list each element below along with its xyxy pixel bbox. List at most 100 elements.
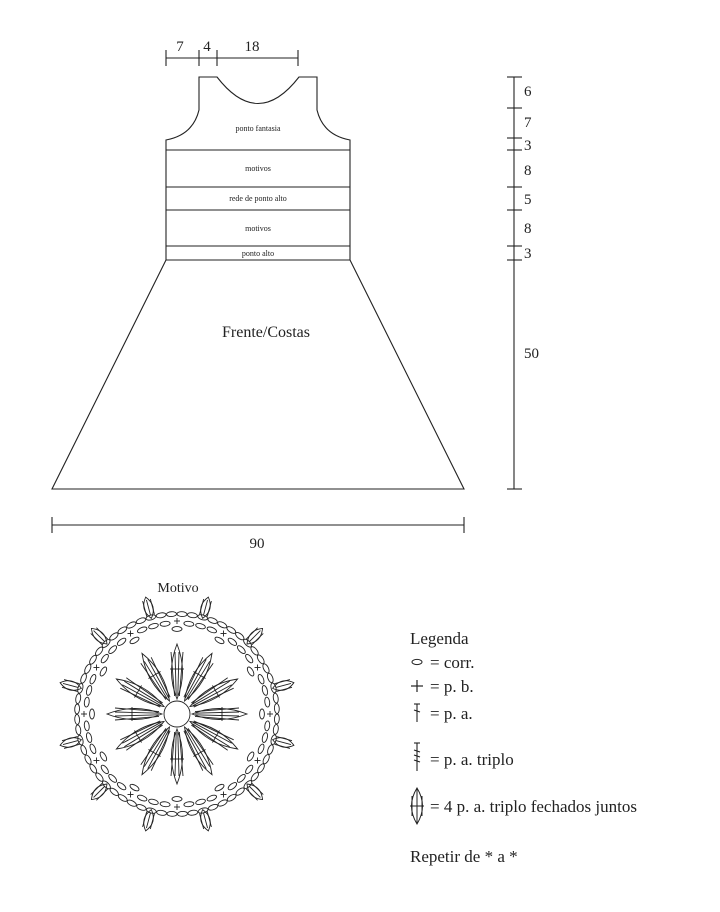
motif-chain [227, 782, 238, 791]
motif-chain [246, 751, 255, 762]
motif-chain [256, 654, 265, 665]
triple-crochet-icon [413, 742, 421, 771]
motif-outer-cluster [271, 736, 295, 749]
motif-chain [274, 713, 280, 725]
motif-chain [171, 796, 183, 802]
motif-chain [195, 622, 206, 630]
motif-chain [117, 794, 128, 802]
legend-item-cluster: = 4 p. a. triplo fechados juntos [430, 797, 637, 816]
motif-chain [259, 708, 265, 720]
motif-chain [264, 720, 271, 732]
motif-petal [188, 677, 239, 708]
motif-petal [140, 725, 171, 776]
motif-chain [100, 653, 109, 664]
motif-chain [166, 811, 178, 817]
motif-chain [261, 685, 269, 696]
band-motivos-2: motivos [245, 224, 271, 233]
dim-right-5: 5 [524, 192, 532, 208]
motif-petal [183, 725, 214, 776]
band-ponto-alto: ponto alto [242, 249, 274, 258]
motif-outer-cluster [245, 782, 264, 801]
motif-chain [250, 772, 259, 782]
motif-chain [214, 636, 225, 645]
motif-outer-cluster [142, 808, 155, 832]
motif-chain [95, 646, 104, 656]
motif-chain [75, 724, 82, 736]
motif-outer-cluster [90, 782, 109, 801]
motif-chain [272, 692, 279, 704]
dim-right-8a: 8 [524, 163, 532, 179]
motif-chain [250, 646, 259, 656]
motif-chain [99, 751, 108, 762]
motif-chain [166, 611, 177, 618]
chain-stitch-icon [411, 658, 423, 666]
width-dimension-bar [51, 517, 465, 533]
legend-item-pa: = p. a. [430, 704, 473, 723]
motif-chain [108, 645, 118, 655]
motif-chain [80, 744, 88, 756]
motif-chain [245, 653, 254, 664]
motif-chain [137, 626, 148, 634]
dim-top-4: 4 [203, 39, 211, 55]
motif-chain [273, 703, 280, 714]
motif-petal [115, 677, 166, 708]
motif-chain [206, 626, 217, 634]
motif-chain [159, 620, 171, 627]
motif-chain [261, 732, 269, 743]
motif-chain [108, 773, 118, 783]
motif-petal [190, 707, 249, 721]
garment-skirt [51, 259, 465, 490]
motif-chain [266, 672, 274, 684]
motif-chain [267, 744, 274, 755]
motif-chain [226, 626, 237, 634]
motif-chain [272, 724, 279, 735]
motif-chain [235, 632, 245, 641]
motif-chain [83, 696, 90, 708]
dim-right-7: 7 [524, 115, 532, 131]
motif-chain [207, 617, 218, 624]
dim-right-50: 50 [524, 346, 539, 362]
motif-chain [262, 754, 270, 765]
motif-chain [100, 764, 109, 775]
motif-chain [264, 696, 271, 708]
motif-chain [176, 611, 188, 617]
motif-chain [156, 809, 167, 816]
single-crochet-icon [411, 680, 423, 692]
motif-chain [177, 810, 188, 817]
motif-chain [116, 637, 127, 646]
motif-chain [187, 612, 198, 619]
motif-chain [84, 754, 92, 765]
motif-outer-cluster [90, 627, 109, 646]
motif-chain [217, 621, 228, 629]
motif-chain [75, 693, 82, 704]
motif-chain [126, 621, 137, 629]
motif-chain [89, 763, 98, 774]
motif-chain [95, 772, 104, 782]
motif-chain [148, 798, 159, 806]
motif-chain [262, 663, 270, 674]
legend-repeat-note: Repetir de * a * [410, 847, 518, 866]
motif-chain [85, 685, 93, 696]
motif-chain [126, 799, 137, 807]
motif-chain [117, 626, 128, 635]
motif-chain [129, 636, 140, 645]
motif-petal [183, 652, 214, 703]
garment-main-label: Frente/Costas [222, 324, 310, 341]
motif-chain [235, 787, 245, 796]
motif-chain [84, 663, 92, 674]
motif-outer-cluster [142, 596, 155, 620]
motif-chain [129, 783, 140, 792]
motif-outer-cluster [199, 596, 212, 620]
motif-chain [89, 654, 97, 665]
motif-chain [227, 637, 238, 646]
motif-chain [257, 763, 265, 774]
motif-chain [217, 799, 228, 807]
motif-chain [236, 773, 246, 783]
legend-item-corr: = corr. [430, 653, 475, 672]
motif-chain [207, 803, 219, 811]
motif-chain [171, 626, 183, 632]
band-rede-ponto-alto: rede de ponto alto [229, 194, 287, 203]
motif-outer-cluster [199, 808, 212, 832]
motif-title: Motivo [157, 581, 198, 596]
